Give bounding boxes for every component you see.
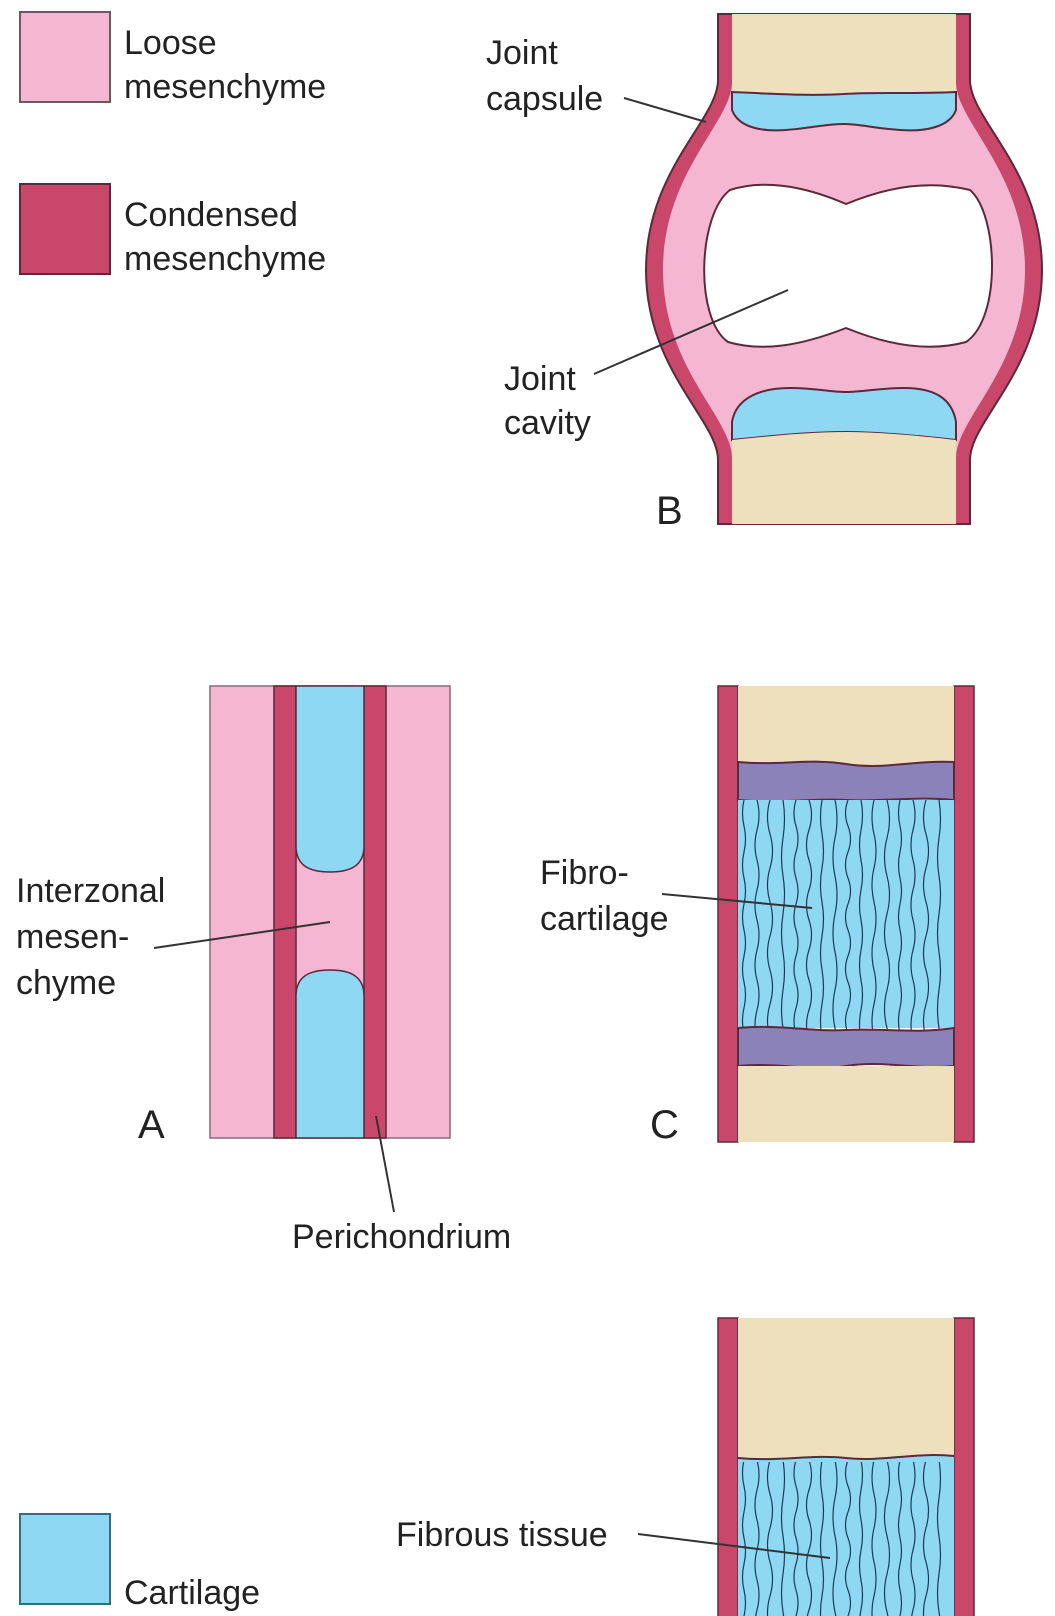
upper-bone [732, 14, 956, 95]
loose-mesenchyme-swatch [19, 11, 111, 103]
fiber-strand [741, 799, 747, 1032]
fiber-strand [766, 799, 774, 1032]
fiber-strand [832, 799, 838, 1032]
panel-b-letter: B [656, 489, 683, 533]
fiber-strand [858, 1462, 864, 1616]
panel-a-interzone: Interzonal mesen- chyme Perichondrium A [16, 685, 511, 1256]
joint-cavity [703, 183, 993, 348]
panel-d-condensed-left [717, 1317, 739, 1616]
fiber-strand [832, 1462, 838, 1616]
fiber-strand [805, 799, 813, 1032]
panel-c-lower-bone [738, 1066, 954, 1142]
interzonal-leader [153, 921, 331, 949]
fiber-strand [858, 799, 864, 1032]
joint-cavity-label-line1: Joint [504, 360, 576, 398]
legend-cartilage: Cartilage [19, 1513, 260, 1612]
legend-condensed-mesenchyme: Condensed mesenchyme [19, 183, 326, 278]
fiber-strand [780, 1462, 786, 1616]
panel-d-fibers [741, 1462, 942, 1616]
fiber-strand [883, 799, 891, 1032]
panel-c-fibers [741, 799, 942, 1032]
cartilage-swatch [19, 1513, 111, 1605]
interzonal-label-line3: chyme [16, 964, 116, 1002]
upper-articular-cartilage [731, 90, 957, 132]
fiber-strand [922, 1462, 930, 1616]
fiber-strand [766, 1462, 774, 1616]
panel-c-upper-bone [738, 686, 954, 766]
legend-condensed-line1: Condensed [124, 196, 298, 234]
panel-d-upper-bone [738, 1318, 954, 1460]
perichondrium-label: Perichondrium [292, 1218, 511, 1256]
fibrocartilage-leader [661, 893, 813, 909]
fiber-strand [805, 1462, 813, 1616]
fiber-strand [871, 1462, 877, 1616]
panel-a-upper-cartilage [295, 685, 365, 873]
fiber-strand [793, 799, 799, 1032]
interzonal-label-line2: mesen- [16, 918, 129, 956]
joint-cavity-label-line2: cavity [504, 404, 591, 442]
interzonal-label-line1: Interzonal [16, 872, 165, 910]
panel-c-lower-disc [737, 1025, 955, 1069]
joint-cavity-leader [593, 289, 789, 375]
panel-c-fibrocartilage-joint: Fibro- cartilage C [540, 685, 975, 1147]
legend-condensed-line2: mesenchyme [124, 240, 326, 278]
fibrocartilage-label-line1: Fibro- [540, 854, 629, 892]
condensed-mesenchyme-swatch [19, 183, 111, 275]
legend-loose-mesenchyme: Loose mesenchyme [19, 11, 326, 106]
fibrocartilage-label-line2: cartilage [540, 900, 669, 938]
lower-bone [732, 432, 956, 524]
fibrous-tissue-label: Fibrous tissue [396, 1516, 608, 1554]
fiber-strand [910, 1462, 916, 1616]
fibrous-tissue-leader [637, 1533, 831, 1559]
panel-a-letter: A [138, 1103, 165, 1147]
panel-a-lower-cartilage [295, 969, 365, 1139]
joint-capsule-label-line2: capsule [486, 80, 603, 118]
legend-loose-line1: Loose [124, 24, 217, 62]
perichondrium-leader [375, 1115, 395, 1213]
panel-d-fibrous-tissue [738, 1455, 954, 1616]
fiber-strand [819, 1462, 825, 1616]
panel-c-upper-disc [737, 760, 955, 803]
fiber-strand [910, 799, 916, 1032]
fiber-strand [844, 1462, 852, 1616]
fiber-strand [883, 1462, 891, 1616]
panel-c-letter: C [650, 1103, 679, 1147]
legend-loose-line2: mesenchyme [124, 68, 326, 106]
fiber-strand [780, 799, 786, 1032]
fiber-strand [754, 799, 760, 1032]
fiber-strand [897, 799, 903, 1032]
fiber-strand [922, 799, 930, 1032]
fiber-strand [819, 799, 825, 1032]
fiber-strand [844, 799, 852, 1032]
panel-d-boundary [737, 1454, 955, 1461]
joint-capsule-label-line1: Joint [486, 34, 558, 72]
panel-a-perichondrium-left [273, 685, 297, 1139]
fiber-strand [936, 799, 942, 1032]
fiber-strand [741, 1462, 747, 1616]
fiber-strand [754, 1462, 760, 1616]
panel-a-perichondrium-right [363, 685, 387, 1139]
joint-capsule-leader [623, 97, 707, 123]
panel-c-condensed-left [717, 685, 739, 1143]
panel-d-condensed-right [953, 1317, 975, 1616]
panel-c-condensed-right [953, 685, 975, 1143]
panel-b-synovial-joint: Joint capsule Joint cavity B [486, 13, 1044, 533]
fiber-strand [897, 1462, 903, 1616]
legend-cartilage-label: Cartilage [124, 1574, 260, 1612]
fiber-strand [871, 799, 877, 1032]
fiber-strand [793, 1462, 799, 1616]
panel-d-fibrous-joint: Fibrous tissue [396, 1317, 975, 1616]
fiber-strand [936, 1462, 942, 1616]
